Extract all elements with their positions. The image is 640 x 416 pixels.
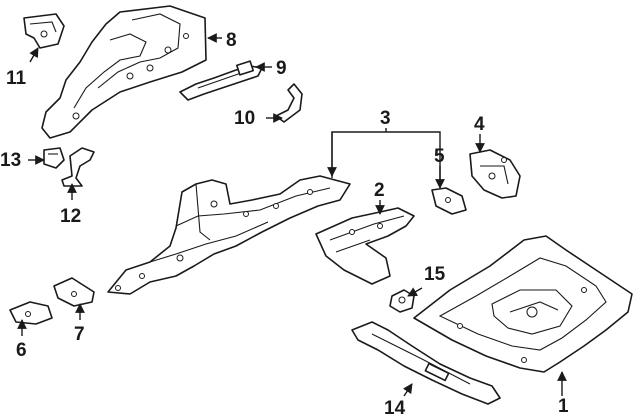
part-13-clip: [43, 147, 65, 169]
part-10-hose: [275, 83, 303, 123]
leader-3-bracket: [331, 131, 441, 182]
callout-6: 6: [16, 340, 27, 361]
callout-8: 8: [226, 30, 237, 51]
callout-4: 4: [474, 114, 485, 135]
part-11-bracket: [23, 13, 65, 49]
callout-7: 7: [74, 324, 85, 345]
callout-15: 15: [424, 264, 446, 285]
part-4-plate: [469, 149, 521, 199]
callout-14: 14: [384, 398, 406, 416]
part-2-crossmember: [315, 207, 415, 285]
callout-9: 9: [276, 58, 287, 79]
leader-lines: [17, 33, 567, 397]
part-5-bracket: [431, 187, 467, 215]
leader-14: [403, 383, 413, 397]
leader-15: [407, 287, 423, 297]
callout-11: 11: [6, 68, 27, 89]
callout-1: 1: [558, 396, 569, 416]
part-12-post: [61, 147, 95, 187]
callout-12: 12: [60, 206, 81, 227]
part-15-plug: [389, 289, 415, 313]
callout-2: 2: [374, 180, 385, 201]
callout-3: 3: [380, 108, 391, 129]
part-8-wheelhouse-panel: [41, 5, 207, 139]
callout-5: 5: [434, 146, 445, 167]
part-7-bracket: [53, 277, 95, 307]
part-14-rear-member: [351, 321, 501, 405]
callout-labels: 1 2 3 4 5 6 7 8 9 10 11 12 13 14 15: [0, 30, 569, 416]
part-9-strip: [179, 60, 263, 101]
leader-11: [29, 47, 39, 63]
callout-13: 13: [0, 150, 21, 171]
part-3-side-rail: [107, 175, 351, 295]
part-1-floor-pan: [413, 235, 633, 373]
part-6-bracket: [9, 301, 53, 325]
callout-10: 10: [234, 108, 255, 129]
